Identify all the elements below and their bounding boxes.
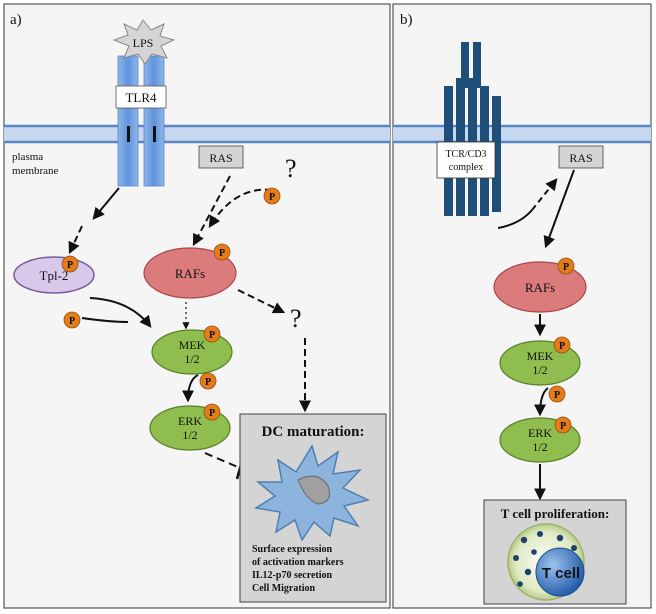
panel-a-label: a) [10,12,22,28]
membrane-label-line2: membrane [12,165,59,177]
t-cell-icon [507,523,585,601]
unknown-mark-top: ? [285,154,297,183]
mek-label-b-line1: MEK [527,349,554,363]
lps-ligand: LPS [112,19,176,65]
arrow-ras-to-rafs [192,175,231,247]
arrow-to-tpl2 [68,225,83,255]
erk-label-a-line2: 1/2 [182,428,197,442]
arrow-tlr4-to-pathway [92,187,120,220]
tcr-cd3-complex: TCR/CD3 complex [436,42,501,216]
erk-label-b-line2: 1/2 [532,440,547,454]
arrow-tpl2-to-mek [89,297,152,328]
erk-label-b-line1: ERK [528,426,552,440]
svg-text:P: P [67,260,73,271]
plasma-membrane-a [4,124,390,144]
tcell-proliferation-title: T cell proliferation: [501,506,610,521]
tcell-label: T cell [542,565,580,582]
arrow-ras-to-rafs-b [543,169,575,249]
dc-outcome-2: of activation markers [252,557,344,568]
phospho-badge-transfer-a: P [199,372,217,390]
phospho-badge-erk-b: P [554,416,572,434]
tcr-label-line1: TCR/CD3 [445,149,486,160]
phospho-badge-tpl2: P [61,255,79,273]
panel-a: a) plasma membrane TLR4 LPS RAS ? ? [3,3,391,609]
rafs-node-b [493,261,587,313]
tlr4-label-box [115,85,167,109]
mek-label-a-line2: 1/2 [184,352,199,366]
svg-text:P: P [219,248,225,259]
svg-text:P: P [209,330,215,341]
erk-label-a-line1: ERK [178,414,202,428]
tcr-label-line2: complex [449,162,483,173]
ras-box-a [198,145,244,169]
lps-label: LPS [133,36,154,50]
svg-text:P: P [559,341,565,352]
arrow-tcr-solid [497,209,533,229]
rafs-node-a [143,247,237,299]
phospho-badge-rafs-a: P [213,243,231,261]
phospho-badge-mek-b: P [553,336,571,354]
phospho-badge-transfer-b: P [548,385,566,403]
dc-outcome-3: IL12-p70 secretion [252,570,333,581]
arrow-mek-to-erk [182,374,199,403]
dc-outcome-4: Cell Migration [252,583,315,594]
arrow-tcr-to-ras [531,178,558,211]
plasma-membrane-b [393,124,651,144]
svg-text:P: P [560,421,566,432]
rafs-label-a: RAFs [175,266,205,281]
tpl2-label: Tpl-2 [40,268,69,283]
dc-maturation-title: DC maturation: [262,424,365,440]
mek-label-a-line1: MEK [179,338,206,352]
phospho-badge-rafs-b: P [557,257,575,275]
svg-text:P: P [554,390,560,401]
ras-label-a: RAS [209,151,232,165]
mek-label-b-line2: 1/2 [532,363,547,377]
panel-b: b) TCR/CD3 complex RAS [392,3,652,609]
panel-b-label: b) [400,12,413,28]
rafs-label-b: RAFs [525,280,555,295]
inhibition-erk-to-dc [204,452,241,469]
svg-text:P: P [269,192,275,203]
tlr4-label: TLR4 [125,90,157,105]
ras-box-b [558,145,604,169]
svg-text:P: P [69,316,75,327]
unknown-mark-middle: ? [290,304,302,333]
phospho-badge-ras: P [263,187,281,205]
phospho-input-line [81,317,129,323]
svg-text:P: P [563,262,569,273]
arrow-rafs-to-unknown [237,289,286,314]
dc-maturation-box: DC maturation: Surface expression of act… [239,413,387,603]
dendritic-cell-icon [253,444,371,542]
phospho-badge-free: P [63,311,81,329]
phospho-badge-mek-a: P [203,325,221,343]
arrow-phospho-to-rafs [208,188,273,229]
membrane-label-line1: plasma [12,151,43,163]
tcr-label-box [436,141,496,179]
tcell-proliferation-box: T cell proliferation: T cell [483,499,627,605]
svg-text:P: P [205,377,211,388]
tlr4-receptor: TLR4 [115,55,167,187]
ras-label-b: RAS [569,151,592,165]
phospho-badge-erk-a: P [203,403,221,421]
arrow-mek-to-erk-b [534,387,549,417]
svg-text:P: P [209,408,215,419]
dc-outcome-1: Surface expression [252,544,333,555]
